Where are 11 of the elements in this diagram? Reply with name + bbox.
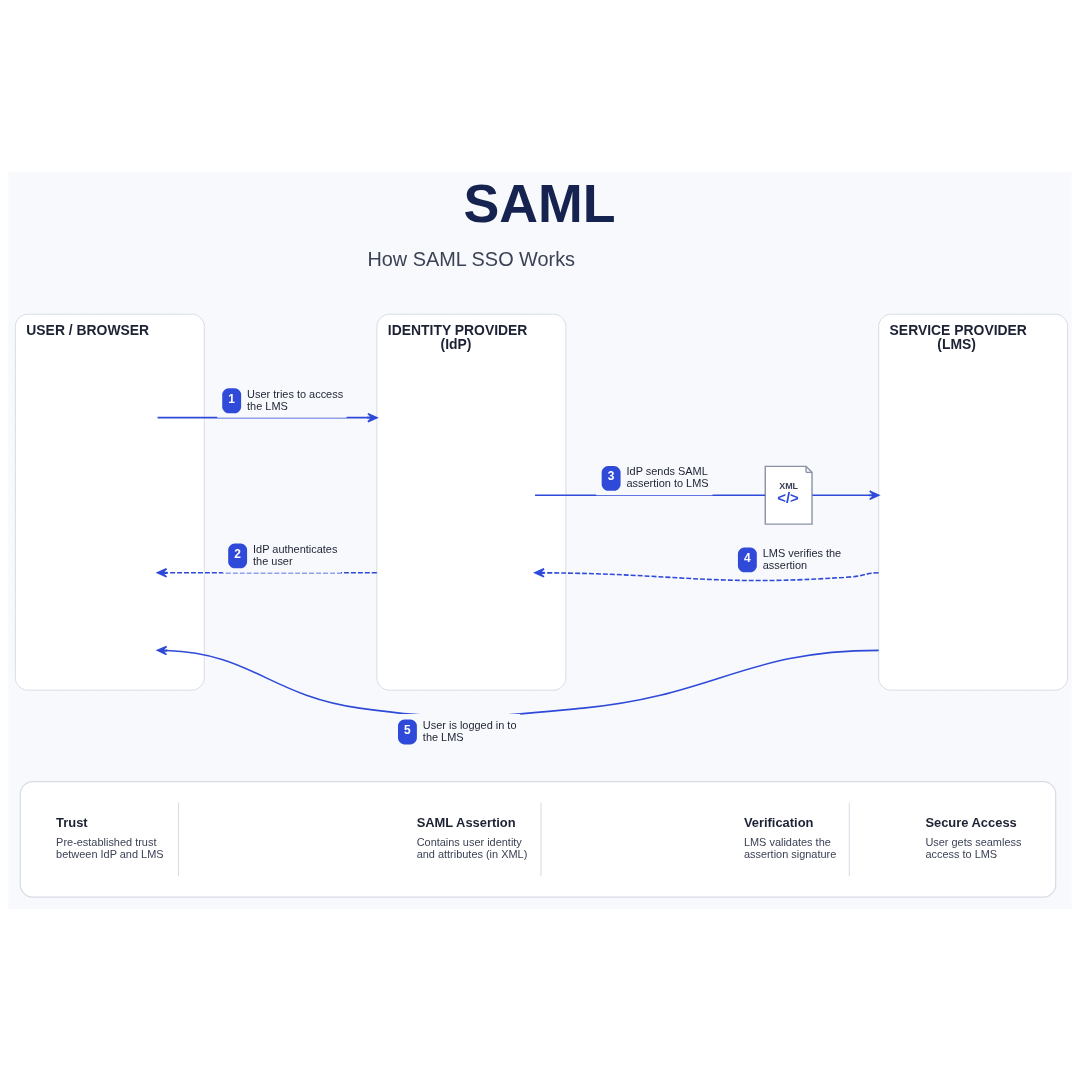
label: How SAML SSO Works <box>367 246 576 269</box>
node-text: Secure Access User gets seamless access to LMS <box>925 814 1022 860</box>
edge-label: 3 IdP sends SAML assertion to LMS <box>607 464 709 489</box>
edge-label: 1 User tries to access the LMS <box>228 387 344 412</box>
node-text: Trust Pre-established trust between IdP and LMS <box>56 814 164 860</box>
edge-label: 4 LMS verifies the assertion <box>743 546 842 571</box>
edge-label: 2 IdP authenticates the user <box>234 542 338 567</box>
diagram-title: SAML <box>463 172 616 233</box>
node-text: SAML Assertion Contains user identity and attributes (in XML) <box>416 814 528 860</box>
node-text: Verification LMS validates the assertion signature <box>743 814 837 860</box>
edge-label: 5 User is logged in to the LMS <box>403 718 517 743</box>
